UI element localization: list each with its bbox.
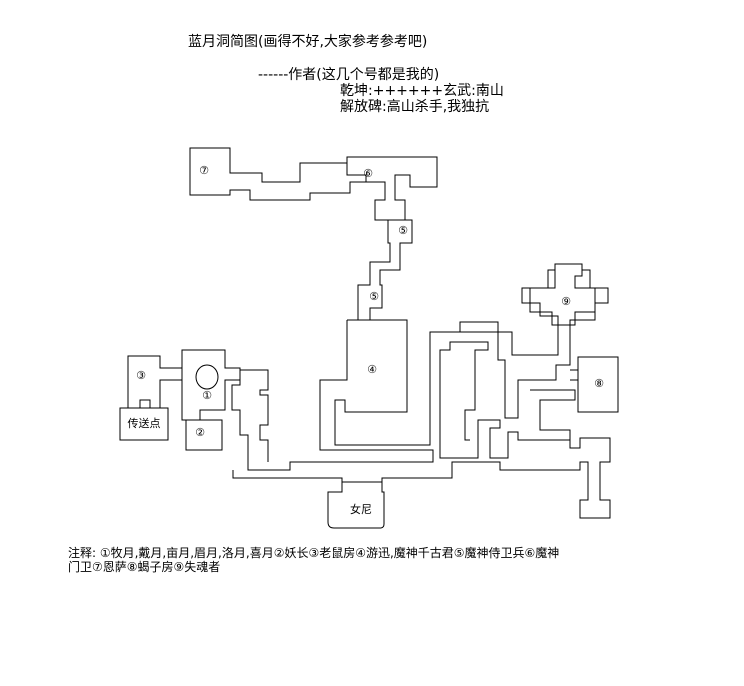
room-1-label: ① (202, 389, 212, 402)
room-8-label: ⑧ (594, 377, 604, 390)
author-accounts-line-2: 解放碑:高山杀手,我独抗 (340, 99, 490, 115)
room-5-label-upper: ⑤ (398, 224, 408, 237)
room-7-outline (189, 147, 367, 201)
teleport-label: 传送点 (128, 416, 161, 430)
author-line: ------作者(这几个号都是我的) (258, 67, 440, 83)
author-accounts-line: 乾坤:++++++玄武:南山 (340, 83, 504, 99)
room-4-label: ④ (367, 363, 377, 376)
legend-notes-line-1: 注释: ①牧月,戴月,亩月,眉月,洛月,喜月②妖长③老鼠房④游迅,魔神千古君⑤魔… (68, 546, 560, 560)
room-1-outline (181, 349, 241, 421)
room-2-label: ② (195, 426, 205, 439)
room-5-label-lower: ⑤ (369, 290, 379, 303)
room-9-label: ⑨ (561, 295, 571, 308)
room-6-label: ⑥ (363, 167, 373, 180)
room-3-label: ③ (136, 369, 146, 382)
teleport-room (119, 407, 169, 441)
nun-room-outline (327, 481, 385, 529)
corridor-left-outline (231, 320, 434, 471)
room-3-outline (127, 355, 183, 409)
corridor-right-outline (530, 369, 578, 440)
legend-notes-line-2: 门卫⑦恩萨⑧蝎子房⑨失魂者 (68, 560, 221, 574)
room-1-oval (195, 364, 219, 390)
nun-label: 女尼 (350, 502, 372, 516)
room-9-outline (529, 263, 596, 326)
room-8-outline (577, 356, 619, 413)
room-5b-outline (357, 219, 413, 321)
room-7-label: ⑦ (199, 164, 209, 177)
map-title: 蓝月洞简图(画得不好,大家参考参考吧) (188, 34, 428, 50)
room-2-outline (185, 419, 223, 451)
room-6-outline (346, 156, 438, 221)
room-4-outline (334, 263, 609, 446)
